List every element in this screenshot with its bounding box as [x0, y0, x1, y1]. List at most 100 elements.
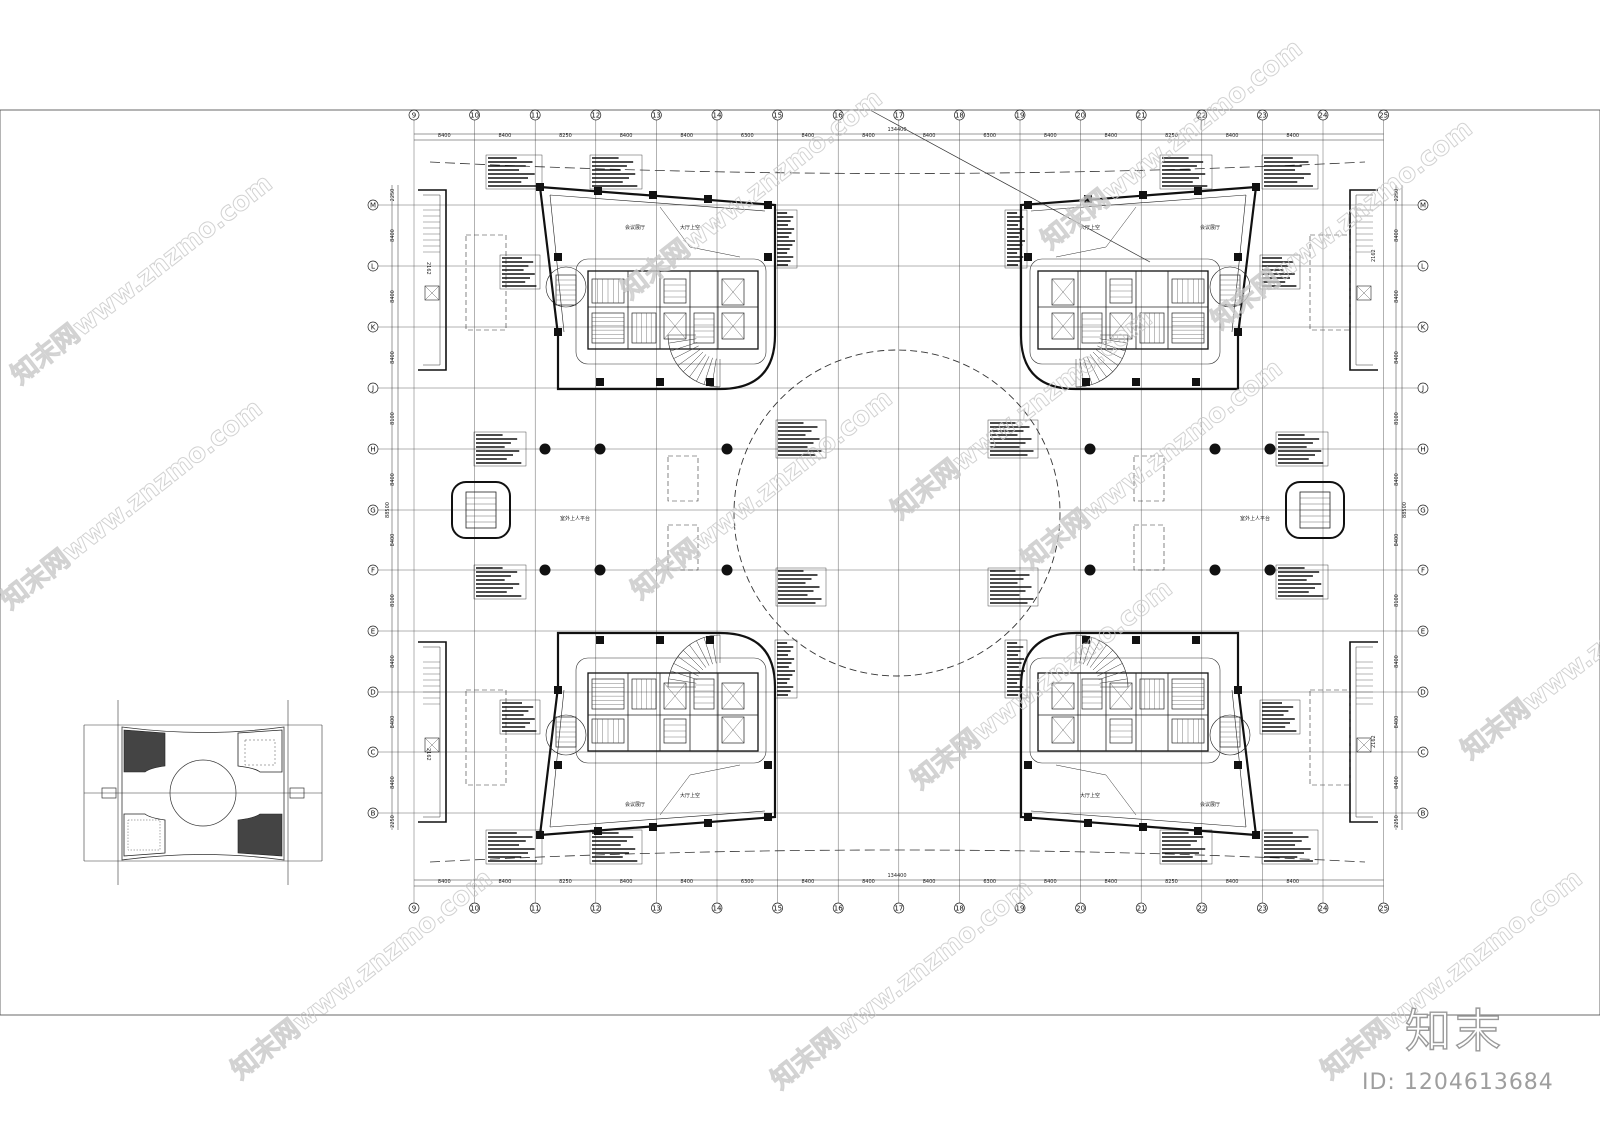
leader-line [869, 109, 1151, 263]
axis-bubble-row [1417, 504, 1429, 516]
axis-bubble-row [367, 686, 379, 698]
core-inner-frame [1029, 258, 1221, 365]
spiral-tread [703, 357, 713, 385]
equipment-box [1171, 312, 1205, 344]
note-block [775, 567, 827, 607]
axis-label-col: 19 [1016, 112, 1025, 120]
structural-column [1024, 813, 1032, 821]
axis-bubble-col [1378, 902, 1389, 914]
core-inner-frame [575, 657, 767, 764]
building-core [536, 183, 777, 391]
axis-label-col: 14 [713, 905, 722, 913]
dim-label-bay-v: 8100 [390, 412, 396, 425]
note-frame [499, 254, 541, 290]
axis-label-row: J [371, 385, 374, 393]
room-label-meeting-tl: 会议展厅 [625, 224, 645, 231]
building-core [1019, 631, 1260, 839]
axis-bubble-col [1014, 902, 1026, 914]
axis-label-col: 18 [955, 905, 964, 913]
axis-bubble-col [1075, 902, 1086, 914]
central-atrium-circle [733, 349, 1061, 677]
tower-wall [418, 189, 447, 371]
axis-bubble-col [651, 109, 662, 121]
round-column [1209, 443, 1221, 455]
structural-column [706, 378, 714, 386]
note-block [1275, 564, 1329, 600]
axis-label-col: 24 [1319, 905, 1328, 913]
watermark: 知末网www.znzmo.com [6, 168, 278, 390]
building-core [536, 631, 777, 839]
spiral-tread [1086, 640, 1100, 666]
dim-label-bay: 8400 [862, 879, 875, 885]
axis-bubble-col [1378, 109, 1389, 121]
dim-label-bay-v: 8100 [1394, 412, 1400, 425]
building-core [1019, 183, 1260, 391]
watermark: 知末网www.znzmo.com [1206, 113, 1478, 335]
axis-bubble-row [1417, 382, 1429, 394]
round-column [1084, 564, 1096, 576]
elevator-shaft [721, 278, 745, 306]
side-stair-tower [418, 641, 447, 823]
note-frame [499, 699, 541, 735]
axis-bubble-col [590, 902, 602, 914]
spiral-tread [673, 345, 699, 359]
spiral-tread [1089, 354, 1107, 378]
structural-column [656, 378, 664, 386]
round-column [721, 564, 733, 576]
note-block [485, 154, 543, 190]
core-outer-wall [538, 185, 777, 391]
structural-column [649, 191, 657, 199]
equipment-box [1171, 678, 1205, 710]
axis-label-row: H [1420, 446, 1425, 454]
note-frame [485, 154, 543, 190]
elevator-shaft [663, 682, 687, 710]
dim-label-bay: 8400 [802, 133, 815, 139]
spiral-tread [703, 637, 713, 665]
structural-column [1234, 686, 1242, 694]
axis-bubble-col [651, 902, 662, 914]
axis-label-col: 12 [591, 112, 600, 120]
structural-column [1252, 831, 1260, 839]
note-frame [1261, 154, 1319, 190]
watermark: 知末网www.znzmo.com [1036, 33, 1308, 255]
structural-column [536, 831, 544, 839]
axis-label-col: 15 [773, 112, 782, 120]
axis-label-row: K [371, 324, 376, 332]
note-block [1259, 254, 1301, 290]
structural-column [594, 187, 602, 195]
spiral-outer [667, 334, 721, 388]
elevator-shaft [721, 716, 745, 744]
core-outer-wall [1019, 185, 1258, 391]
note-block [987, 419, 1039, 459]
dashed-zone [465, 689, 507, 786]
structural-column [1084, 819, 1092, 827]
dim-label-bay: 8400 [438, 879, 451, 885]
room-label-hall-void-tl: 大厅上空 [680, 224, 700, 231]
note-block [1275, 431, 1329, 467]
axis-bubble-row [1417, 564, 1429, 576]
dim-label-bay-v: 8400 [390, 534, 396, 547]
axis-bubble-col [469, 902, 480, 914]
axis-label-row: L [1421, 263, 1425, 271]
spiral-tread [670, 670, 698, 680]
axis-bubble-col [1196, 902, 1208, 914]
dim-label-bay: 8250 [559, 133, 572, 139]
room-label-meeting-bl: 会议展厅 [625, 801, 645, 808]
core-shaft-wall [587, 270, 759, 350]
axis-label-col: 9 [412, 112, 416, 120]
round-column [721, 443, 733, 455]
elevator-shaft [1051, 278, 1075, 306]
axis-label-col: 13 [652, 905, 661, 913]
dim-label-bay: 8400 [1226, 879, 1239, 885]
room-label-hall-void-tr: 大厅上空 [1080, 224, 1100, 231]
spiral-stair [1075, 634, 1129, 688]
round-stair [1209, 714, 1251, 756]
axis-label-col: 11 [531, 112, 540, 120]
elevator-cross [1051, 682, 1075, 710]
dim-label-bay: 8400 [680, 133, 693, 139]
axis-bubble-col [590, 109, 602, 121]
spiral-tread [1099, 338, 1128, 344]
elevator-cross [1109, 682, 1133, 710]
spiral-tread [1092, 650, 1113, 671]
axis-label-col: 24 [1319, 112, 1328, 120]
